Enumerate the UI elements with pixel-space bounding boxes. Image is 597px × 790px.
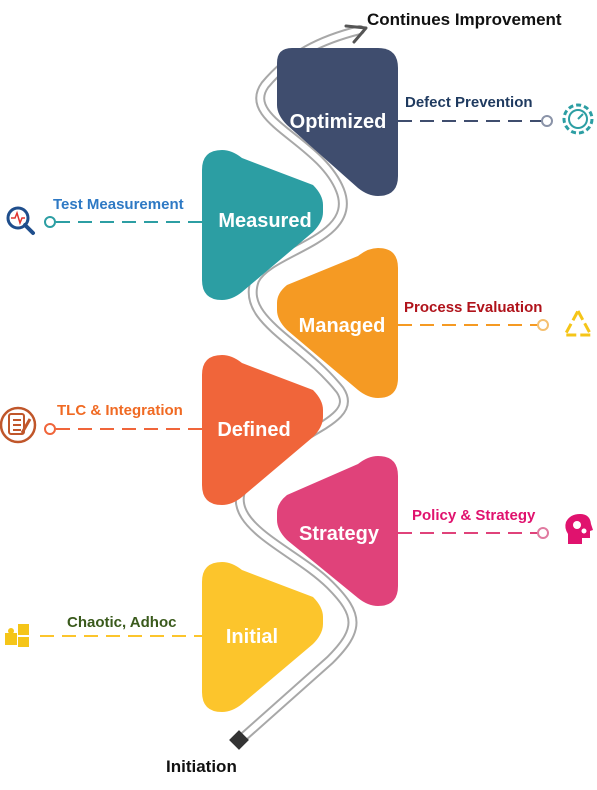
top-label: Continues Improvement — [367, 10, 562, 29]
stage-managed: Managed Process Evaluation — [277, 248, 593, 398]
side-label: TLC & Integration — [57, 402, 183, 419]
stage-label: Defined — [217, 419, 290, 441]
stage-optimized: Optimized Defect Prevention — [277, 48, 594, 196]
stage-measured: Measured Test Measurement — [6, 150, 323, 300]
stage-label: Managed — [299, 315, 386, 337]
stage-strategy: Strategy Policy & Strategy — [277, 456, 593, 606]
bottom-label: Initiation — [166, 757, 237, 776]
stage-initial: Initial Chaotic, Adhoc — [5, 562, 323, 712]
side-label: Policy & Strategy — [412, 507, 536, 524]
winding-path-inner — [236, 27, 363, 743]
stage-label: Initial — [226, 626, 278, 648]
stage-label: Optimized — [290, 111, 387, 133]
magnifier-pulse-icon — [6, 206, 35, 235]
recycle-icon — [563, 309, 593, 337]
checklist-icon — [0, 406, 37, 444]
arrow-head-icon — [344, 24, 368, 44]
puzzle-icon — [5, 624, 29, 647]
stage-defined: Defined TLC & Integration — [0, 355, 323, 505]
stage-label: Strategy — [299, 523, 380, 545]
gear-speedometer-icon — [562, 103, 594, 135]
side-label: Defect Prevention — [405, 94, 533, 111]
head-gears-icon — [565, 514, 593, 544]
side-label: Test Measurement — [53, 196, 184, 213]
side-label: Chaotic, Adhoc — [67, 614, 176, 631]
stage-label: Measured — [218, 210, 311, 232]
side-label: Process Evaluation — [404, 299, 542, 316]
